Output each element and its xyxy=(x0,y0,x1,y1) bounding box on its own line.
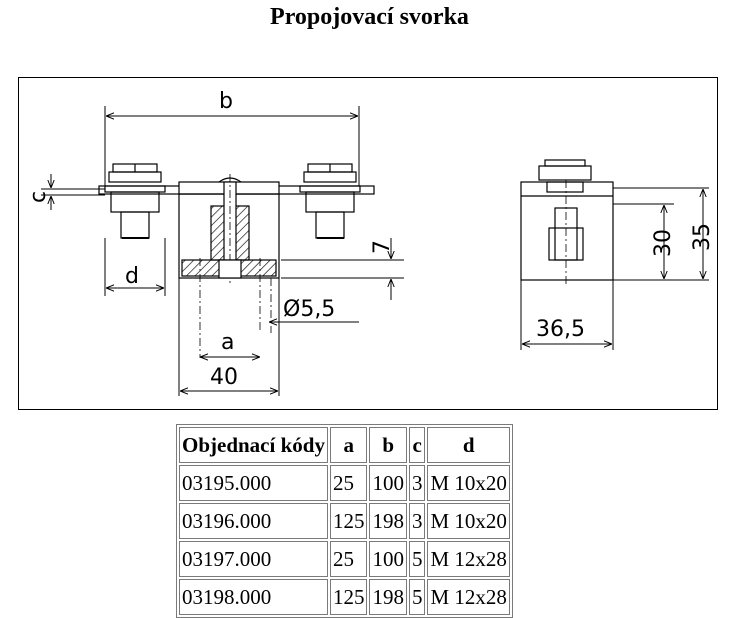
table-row: 03195.000 25 100 3 M 10x20 xyxy=(179,465,510,501)
dim-label-30: 30 xyxy=(651,229,676,257)
cell-b: 198 xyxy=(369,579,407,615)
cell-a: 25 xyxy=(329,465,368,501)
header-b: b xyxy=(369,427,407,463)
cell-code: 03197.000 xyxy=(179,541,328,577)
dim-label-36-5: 36,5 xyxy=(536,317,585,342)
cell-c: 3 xyxy=(408,503,426,539)
technical-drawing: b c d 7 Ø5,5 a 40 30 35 36,5 xyxy=(18,77,718,410)
cell-b: 100 xyxy=(369,541,407,577)
front-view-dimensions xyxy=(41,106,404,396)
header-c: c xyxy=(408,427,426,463)
cell-c: 3 xyxy=(408,465,426,501)
dim-label-d: d xyxy=(125,264,139,289)
right-bolt xyxy=(299,163,361,239)
cell-c: 5 xyxy=(408,541,426,577)
front-view xyxy=(98,163,375,358)
header-d: d xyxy=(427,427,510,463)
cell-b: 100 xyxy=(369,465,407,501)
left-bolt xyxy=(104,163,166,239)
cell-a: 25 xyxy=(329,541,368,577)
header-order-codes: Objednací kódy xyxy=(179,427,328,463)
table-header-row: Objednací kódy a b c d xyxy=(179,427,510,463)
clamp-body xyxy=(178,174,280,286)
cell-a: 125 xyxy=(329,503,368,539)
table-row: 03197.000 25 100 5 M 12x28 xyxy=(179,541,510,577)
cell-b: 198 xyxy=(369,503,407,539)
cell-a: 125 xyxy=(329,579,368,615)
cell-d: M 12x28 xyxy=(427,579,510,615)
header-a: a xyxy=(329,427,368,463)
cell-code: 03198.000 xyxy=(179,579,328,615)
table-row: 03196.000 125 198 3 M 10x20 xyxy=(179,503,510,539)
cell-code: 03196.000 xyxy=(179,503,328,539)
cell-code: 03195.000 xyxy=(179,465,328,501)
order-codes-table: Objednací kódy a b c d 03195.000 25 100 … xyxy=(176,424,513,618)
cell-d: M 10x20 xyxy=(427,465,510,501)
cell-c: 5 xyxy=(408,579,426,615)
dim-label-a: a xyxy=(221,330,234,355)
dim-label-b: b xyxy=(219,89,233,114)
dim-label-35: 35 xyxy=(690,223,715,251)
side-view xyxy=(520,159,614,284)
dim-label-40: 40 xyxy=(210,365,238,390)
cell-d: M 10x20 xyxy=(427,503,510,539)
dim-label-c: c xyxy=(26,191,51,203)
cell-d: M 12x28 xyxy=(427,541,510,577)
page-title: Propojovací svorka xyxy=(270,4,469,30)
table-row: 03198.000 125 198 5 M 12x28 xyxy=(179,579,510,615)
dim-label-hole: Ø5,5 xyxy=(283,297,335,322)
dim-label-7: 7 xyxy=(370,240,395,254)
side-view-dimensions xyxy=(520,187,709,350)
